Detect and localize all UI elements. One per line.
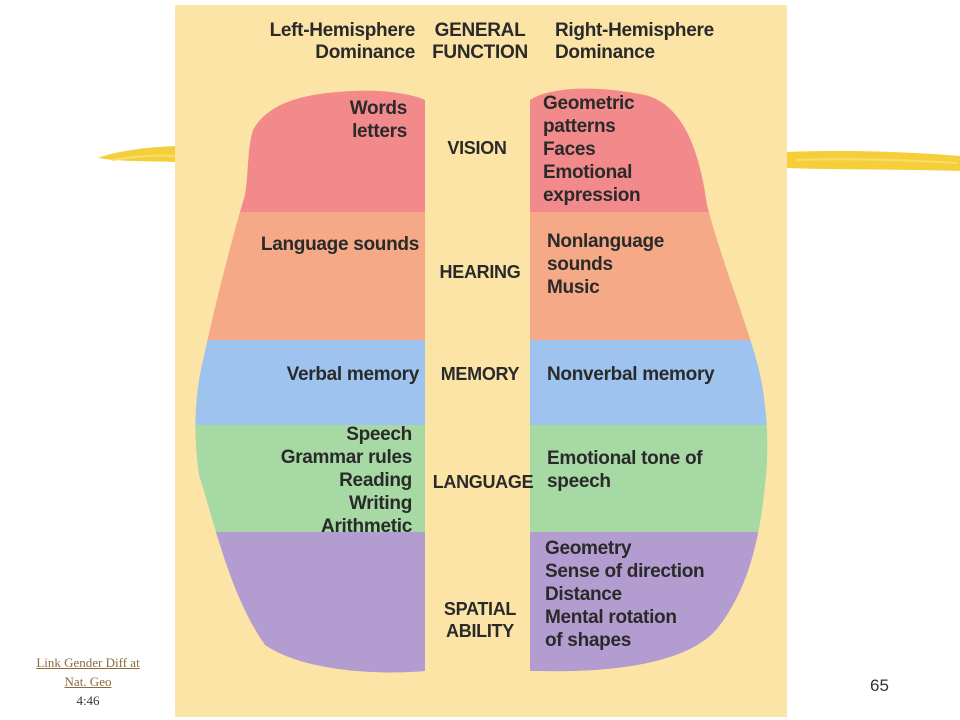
hearing-function-label: HEARING bbox=[439, 262, 521, 282]
hearing-right-text: Nonlanguage sounds Music bbox=[547, 231, 665, 298]
vision-right-text: Geometric patterns Faces Emotional expre… bbox=[543, 93, 641, 206]
left-band-2 bbox=[195, 340, 425, 425]
vision-function-label: VISION bbox=[447, 138, 507, 158]
left-band-1 bbox=[195, 212, 425, 340]
left-hemisphere-header: Left-Hemisphere Dominance bbox=[269, 20, 416, 63]
memory-left-text: Verbal memory bbox=[286, 364, 420, 385]
right-hemisphere-header: Right-Hemisphere Dominance bbox=[555, 20, 714, 63]
video-duration: 4:46 bbox=[76, 693, 100, 708]
memory-function-label: MEMORY bbox=[440, 364, 520, 384]
brain-illustration bbox=[195, 88, 768, 673]
page-number: 65 bbox=[870, 676, 889, 695]
right-band-2 bbox=[530, 340, 768, 425]
spatial-function-label: SPATIAL ABILITY bbox=[443, 599, 517, 641]
left-band-4 bbox=[195, 532, 425, 673]
language-right-text: Emotional tone of speech bbox=[547, 448, 703, 492]
gender-diff-link[interactable]: Link Gender Diff at Nat. Geo bbox=[36, 655, 140, 689]
general-function-header: GENERAL FUNCTION bbox=[432, 20, 528, 63]
vision-left-text: Words letters bbox=[349, 98, 408, 142]
hearing-left-text: Language sounds bbox=[260, 234, 419, 255]
language-left-text: Speech Grammar rules Reading Writing Ari… bbox=[280, 424, 413, 537]
memory-right-text: Nonverbal memory bbox=[547, 364, 715, 385]
spatial-right-text: Geometry Sense of direction Distance Men… bbox=[545, 538, 705, 651]
diagram-panel: Left-Hemisphere Dominance GENERAL FUNCTI… bbox=[175, 5, 787, 717]
nat-geo-link-block: Link Gender Diff at Nat. Geo 4:46 bbox=[28, 653, 148, 710]
left-band-3 bbox=[195, 425, 425, 532]
language-function-label: LANGUAGE bbox=[432, 472, 534, 492]
right-band-3 bbox=[530, 425, 768, 532]
